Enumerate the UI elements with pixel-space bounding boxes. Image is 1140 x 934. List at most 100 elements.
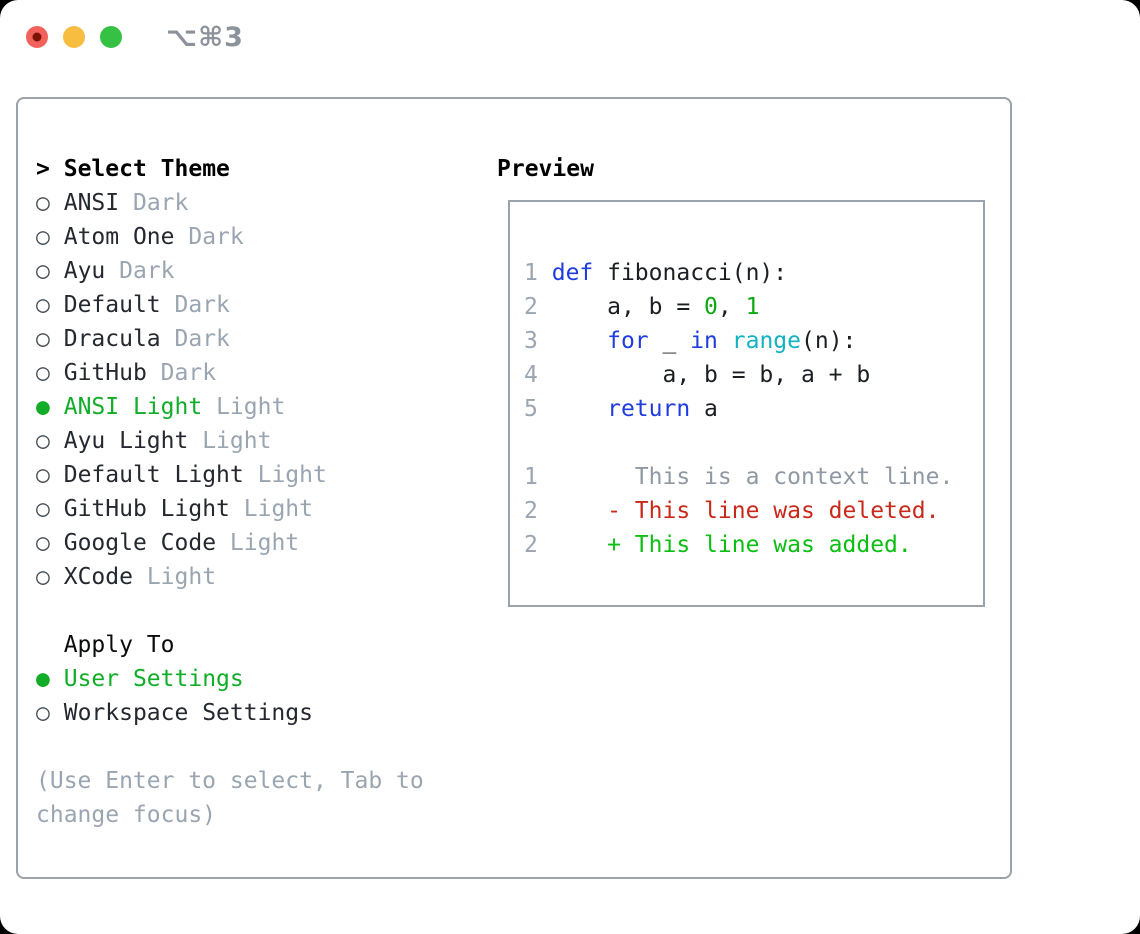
minimize-button[interactable] bbox=[63, 26, 85, 48]
line-number: 5 bbox=[524, 396, 538, 422]
theme-name: Google Code bbox=[63, 530, 217, 556]
radio-icon: ○ bbox=[36, 190, 50, 216]
theme-name: GitHub bbox=[63, 360, 147, 386]
theme-item-atom-one[interactable]: ○ Atom One Dark bbox=[36, 220, 424, 254]
theme-variant: Dark bbox=[119, 258, 175, 284]
line-number: 1 bbox=[524, 464, 538, 490]
apply-to-header: Apply To bbox=[63, 632, 175, 658]
line-number: 1 bbox=[524, 260, 538, 286]
theme-item-default-light[interactable]: ○ Default Light Light bbox=[36, 458, 424, 492]
theme-name: Ayu Light bbox=[63, 428, 189, 454]
radio-icon: ○ bbox=[36, 496, 50, 522]
line-number: 2 bbox=[524, 498, 538, 524]
code-token bbox=[552, 396, 607, 422]
radio-icon: ○ bbox=[36, 700, 50, 726]
spacer bbox=[36, 594, 424, 628]
theme-variant: Dark bbox=[174, 326, 230, 352]
theme-item-ansi[interactable]: ○ ANSI Dark bbox=[36, 186, 424, 220]
theme-variant: Light bbox=[146, 564, 217, 590]
theme-list: ○ ANSI Dark○ Atom One Dark○ Ayu Dark○ De… bbox=[36, 186, 424, 594]
code-token bbox=[718, 328, 732, 354]
radio-icon: ○ bbox=[36, 564, 50, 590]
theme-item-default[interactable]: ○ Default Dark bbox=[36, 288, 424, 322]
radio-icon: ○ bbox=[36, 530, 50, 556]
code-line: 4 a, b = b, a + b bbox=[524, 358, 983, 392]
radio-icon: ○ bbox=[36, 326, 50, 352]
select-theme-title: Select Theme bbox=[63, 156, 230, 182]
theme-name: Atom One bbox=[63, 224, 175, 250]
theme-name: Default Light bbox=[63, 462, 244, 488]
theme-variant: Dark bbox=[160, 360, 217, 386]
diff-line-deleted: 2 - This line was deleted. bbox=[524, 494, 983, 528]
theme-column: > Select Theme ○ ANSI Dark○ Atom One Dar… bbox=[36, 152, 424, 832]
code-token: return bbox=[607, 396, 691, 422]
code-token: 1 bbox=[745, 294, 760, 320]
theme-name: Default bbox=[63, 292, 161, 318]
radio-icon: ○ bbox=[36, 462, 50, 488]
diff-text: - This line was deleted. bbox=[607, 498, 940, 524]
spacer bbox=[36, 730, 424, 764]
code-token bbox=[552, 328, 607, 354]
prompt-icon: > bbox=[36, 156, 50, 182]
diff-line-added: 2 + This line was added. bbox=[524, 528, 983, 562]
code-token: _ bbox=[648, 328, 691, 354]
apply-option-user-settings[interactable]: ● User Settings bbox=[36, 662, 424, 696]
titlebar-traffic-lights bbox=[26, 26, 122, 48]
help-line-2: change focus) bbox=[36, 802, 217, 828]
radio-icon: ○ bbox=[36, 360, 50, 386]
preview-header: Preview bbox=[497, 156, 594, 182]
theme-variant: Dark bbox=[188, 224, 244, 250]
zoom-button[interactable] bbox=[100, 26, 122, 48]
line-number: 4 bbox=[524, 362, 538, 388]
radio-icon: ○ bbox=[36, 258, 50, 284]
theme-selector-panel: > Select Theme ○ ANSI Dark○ Atom One Dar… bbox=[16, 97, 1012, 879]
code-token: 0 bbox=[704, 294, 718, 320]
code-token: for bbox=[607, 328, 649, 354]
theme-name: XCode bbox=[63, 564, 133, 590]
diff-text: This is a context line. bbox=[607, 464, 954, 490]
diff-line-context: 1 This is a context line. bbox=[524, 460, 983, 494]
theme-variant: Light bbox=[202, 428, 272, 454]
theme-name: ANSI bbox=[63, 190, 120, 216]
help-line-1: (Use Enter to select, Tab to bbox=[36, 768, 424, 794]
code-token: def bbox=[551, 260, 594, 286]
code-token: a, b = bbox=[551, 294, 705, 320]
spacer bbox=[524, 426, 983, 460]
code-token: in bbox=[690, 328, 718, 354]
code-token: range bbox=[731, 328, 802, 354]
code-token: , bbox=[717, 294, 746, 320]
theme-variant: Dark bbox=[174, 292, 230, 318]
diff-text: + This line was added. bbox=[607, 532, 912, 558]
radio-icon: ○ bbox=[36, 428, 50, 454]
radio-icon: ○ bbox=[36, 292, 50, 318]
theme-item-ayu-light[interactable]: ○ Ayu Light Light bbox=[36, 424, 424, 458]
radio-icon: ○ bbox=[36, 224, 50, 250]
theme-item-ayu[interactable]: ○ Ayu Dark bbox=[36, 254, 424, 288]
theme-name: ANSI Light bbox=[63, 394, 203, 420]
apply-option-workspace-settings[interactable]: ○ Workspace Settings bbox=[36, 696, 424, 730]
code-token: fibonacci(n): bbox=[593, 260, 788, 286]
code-token: a, b = b, a + b bbox=[551, 362, 871, 388]
close-button[interactable] bbox=[26, 26, 48, 48]
apply-option-label: User Settings bbox=[63, 666, 244, 692]
diff-preview: 1 This is a context line.2 - This line w… bbox=[524, 460, 983, 562]
theme-name: GitHub Light bbox=[63, 496, 230, 522]
theme-item-xcode[interactable]: ○ XCode Light bbox=[36, 560, 424, 594]
apply-to-list: ● User Settings○ Workspace Settings bbox=[36, 662, 424, 730]
theme-item-ansi-light[interactable]: ● ANSI Light Light bbox=[36, 390, 424, 424]
theme-name: Ayu bbox=[63, 258, 106, 284]
line-number: 2 bbox=[524, 294, 538, 320]
theme-variant: Light bbox=[243, 496, 313, 522]
line-number: 2 bbox=[524, 532, 538, 558]
line-number: 3 bbox=[524, 328, 538, 354]
theme-item-github-light[interactable]: ○ GitHub Light Light bbox=[36, 492, 424, 526]
theme-item-google-code[interactable]: ○ Google Code Light bbox=[36, 526, 424, 560]
theme-variant: Light bbox=[257, 462, 327, 488]
radio-selected-icon: ● bbox=[36, 394, 50, 420]
theme-item-github[interactable]: ○ GitHub Dark bbox=[36, 356, 424, 390]
theme-item-dracula[interactable]: ○ Dracula Dark bbox=[36, 322, 424, 356]
theme-variant: Light bbox=[229, 530, 300, 556]
code-line: 5 return a bbox=[524, 392, 983, 426]
